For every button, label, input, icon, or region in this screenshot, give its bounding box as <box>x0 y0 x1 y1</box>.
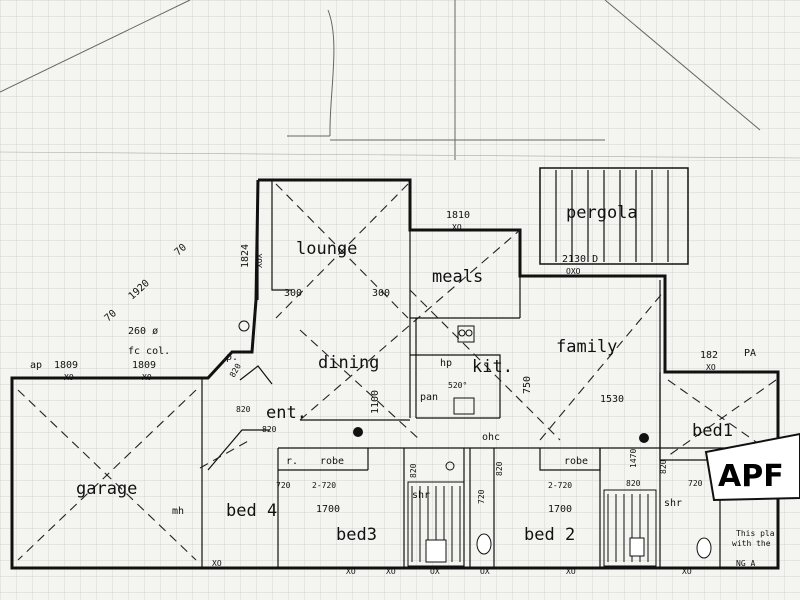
room-label-bed2: bed 2 <box>524 525 575 545</box>
roof-lines <box>17 183 777 561</box>
fixtures <box>238 320 649 471</box>
dim-1809-b: 1809 <box>132 360 156 371</box>
dim-oxo-family: OXO <box>566 267 581 276</box>
room-label-shr-2: shr <box>664 498 682 509</box>
dim-2130: 2130 D <box>562 254 598 265</box>
dim-xo-garage-2: XO <box>142 373 152 382</box>
dim-xo-bottom-5: XO <box>682 567 692 576</box>
dim-820-e: 820 <box>495 461 504 476</box>
dim-1809-a: 1809 <box>54 360 78 371</box>
pergola <box>539 167 689 265</box>
dim-xo-bottom-3: XO <box>386 567 396 576</box>
room-label-kitchen: kit. <box>472 357 513 377</box>
dim-2-720-a: 2-720 <box>312 481 336 490</box>
dim-520: 520° <box>448 381 467 390</box>
dim-xo-bottom-1: XO <box>212 559 222 568</box>
stamp-note-3: NG A <box>736 559 755 568</box>
dim-fc-col: fc col. <box>128 346 170 357</box>
dim-ox-bottom-2: OX <box>480 567 490 576</box>
room-label-meals: meals <box>432 267 483 287</box>
room-label-hp: hp <box>440 358 452 369</box>
approval-stamp: APF This pla with the NG A <box>704 432 800 568</box>
dim-720-b: 720 <box>477 489 486 504</box>
dim-1810: 1810 <box>446 210 470 221</box>
room-label-pantry-p: p. <box>226 352 238 363</box>
stamp-text: APF <box>718 459 784 494</box>
dim-182: 182 <box>700 350 718 361</box>
dim-1470: 1470 <box>629 449 638 468</box>
room-label-pan: pan <box>420 392 438 403</box>
dim-1700-a: 1700 <box>316 504 340 515</box>
dim-xo-bed1: XO <box>706 363 716 372</box>
dim-pa: PA <box>744 348 756 359</box>
dim-1100: 1100 <box>370 390 381 414</box>
dim-300-b: 300 <box>372 288 390 299</box>
dim-ap: ap <box>30 360 42 371</box>
room-label-family: family <box>556 337 617 357</box>
construction-lines <box>0 0 800 160</box>
room-label-shr-1: shr <box>412 490 430 501</box>
dim-720-c: 720 <box>688 479 703 488</box>
dim-xox-lounge: XOX <box>255 253 264 268</box>
wet-area-hatching <box>407 481 712 567</box>
dim-820-g: 820 <box>659 459 668 474</box>
room-label-ohc: ohc <box>482 432 500 443</box>
dim-820-f: 820 <box>626 479 641 488</box>
room-labels: lounge meals pergola family dining kit. … <box>76 203 733 545</box>
dim-1700-b: 1700 <box>548 504 572 515</box>
dim-xo-garage-1: XO <box>64 373 74 382</box>
dim-1530: 1530 <box>600 394 624 405</box>
dim-820-b: 820 <box>236 405 251 414</box>
dim-xo-meals: XO <box>452 223 462 232</box>
dim-820-d: 820 <box>409 463 418 478</box>
dim-300-a: 300 <box>284 288 302 299</box>
room-label-bed1: bed1 <box>692 421 733 441</box>
dim-720-a: 720 <box>276 481 291 490</box>
room-label-garage: garage <box>76 479 137 499</box>
room-label-bed4: bed 4 <box>226 501 277 521</box>
room-label-dining: dining <box>318 353 379 373</box>
dim-ox-bottom-1: OX <box>430 567 440 576</box>
dim-820-c: 820 <box>262 425 277 434</box>
room-label-robe-1: robe <box>320 456 344 467</box>
dim-1824: 1824 <box>240 244 251 268</box>
dimension-labels: 1810 XO 2130 D OXO 1824 XOX 1920 70 70 3… <box>30 210 756 576</box>
dim-750: 750 <box>522 376 533 394</box>
dim-xo-bottom-4: XO <box>566 567 576 576</box>
room-label-entry: ent. <box>266 403 307 423</box>
room-label-r: r. <box>286 456 298 467</box>
dim-xo-bottom-2: XO <box>346 567 356 576</box>
room-label-pergola: pergola <box>566 203 638 223</box>
room-label-bed3: bed3 <box>336 525 377 545</box>
room-label-mh: mh <box>172 506 184 517</box>
dim-260: 260 ø <box>128 326 158 337</box>
room-label-robe-2: robe <box>564 456 588 467</box>
stamp-note-2: with the <box>732 539 771 548</box>
stamp-note-1: This pla <box>736 529 775 538</box>
room-label-lounge: lounge <box>296 239 357 259</box>
dim-2-720-b: 2-720 <box>548 481 572 490</box>
interior-walls <box>11 180 778 568</box>
